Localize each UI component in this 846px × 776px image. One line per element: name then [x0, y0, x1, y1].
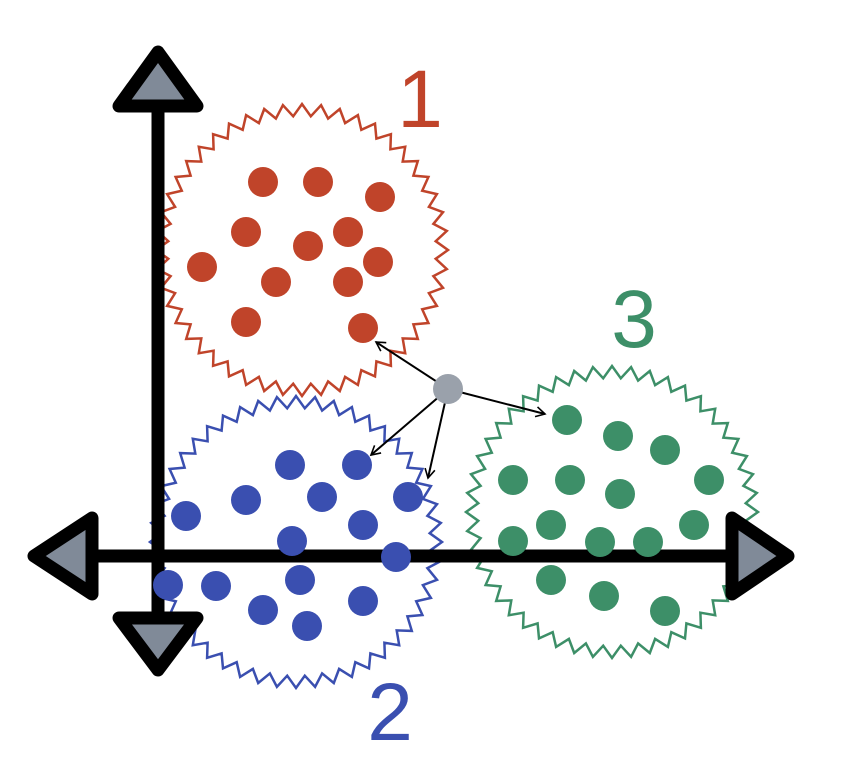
cluster-point [650, 596, 680, 626]
cluster-point [348, 510, 378, 540]
cluster-point [275, 450, 305, 480]
cluster-3-points [498, 405, 724, 626]
arrowhead-down-icon [112, 611, 204, 677]
cluster-point [381, 542, 411, 572]
cluster-point [231, 485, 261, 515]
cluster-point [679, 510, 709, 540]
pointer-arrow-to-cluster-3 [447, 388, 547, 418]
cluster-point [248, 595, 278, 625]
arrowhead-right-icon [725, 511, 795, 601]
cluster-2-points [153, 450, 423, 641]
cluster-1-label: 1 [397, 54, 443, 145]
cluster-point [293, 231, 323, 261]
cluster-point [303, 167, 333, 197]
cluster-point [603, 421, 633, 451]
cluster-point [187, 252, 217, 282]
cluster-point [555, 465, 585, 495]
cluster-point [589, 581, 619, 611]
query-point [433, 374, 463, 404]
arrowhead-up-icon [112, 45, 204, 113]
cluster-3-label: 3 [611, 274, 657, 365]
cluster-point [307, 482, 337, 512]
arrowhead-left-icon [27, 511, 99, 601]
cluster-point [694, 465, 724, 495]
cluster-point [650, 435, 680, 465]
axes [27, 45, 795, 677]
cluster-point [536, 510, 566, 540]
cluster-point [333, 267, 363, 297]
cluster-point [585, 527, 615, 557]
cluster-point [201, 571, 231, 601]
cluster-2-boundary [147, 393, 445, 691]
cluster-point [348, 586, 378, 616]
cluster-point [171, 501, 201, 531]
cluster-point [153, 570, 183, 600]
cluster-point [342, 450, 372, 480]
cluster-point [248, 167, 278, 197]
cluster-point [292, 611, 322, 641]
cluster-point [231, 307, 261, 337]
cluster-point [552, 405, 582, 435]
cluster-point [605, 479, 635, 509]
cluster-2-label: 2 [367, 667, 413, 758]
cluster-point [365, 182, 395, 212]
cluster-point [285, 565, 315, 595]
cluster-1-points [187, 167, 395, 343]
cluster-point [633, 527, 663, 557]
cluster-point [498, 526, 528, 556]
cluster-point [536, 565, 566, 595]
cluster-point [363, 247, 393, 277]
cluster-3-boundary [463, 363, 761, 661]
cluster-point [261, 267, 291, 297]
cluster-point [277, 526, 307, 556]
cluster-point [348, 313, 378, 343]
pointer-arrow-to-cluster-2b [424, 388, 449, 480]
cluster-point [231, 217, 261, 247]
pointer-arrow-to-cluster-2 [369, 388, 449, 457]
cluster-point [498, 465, 528, 495]
cluster-point [333, 217, 363, 247]
cluster-point [393, 482, 423, 512]
